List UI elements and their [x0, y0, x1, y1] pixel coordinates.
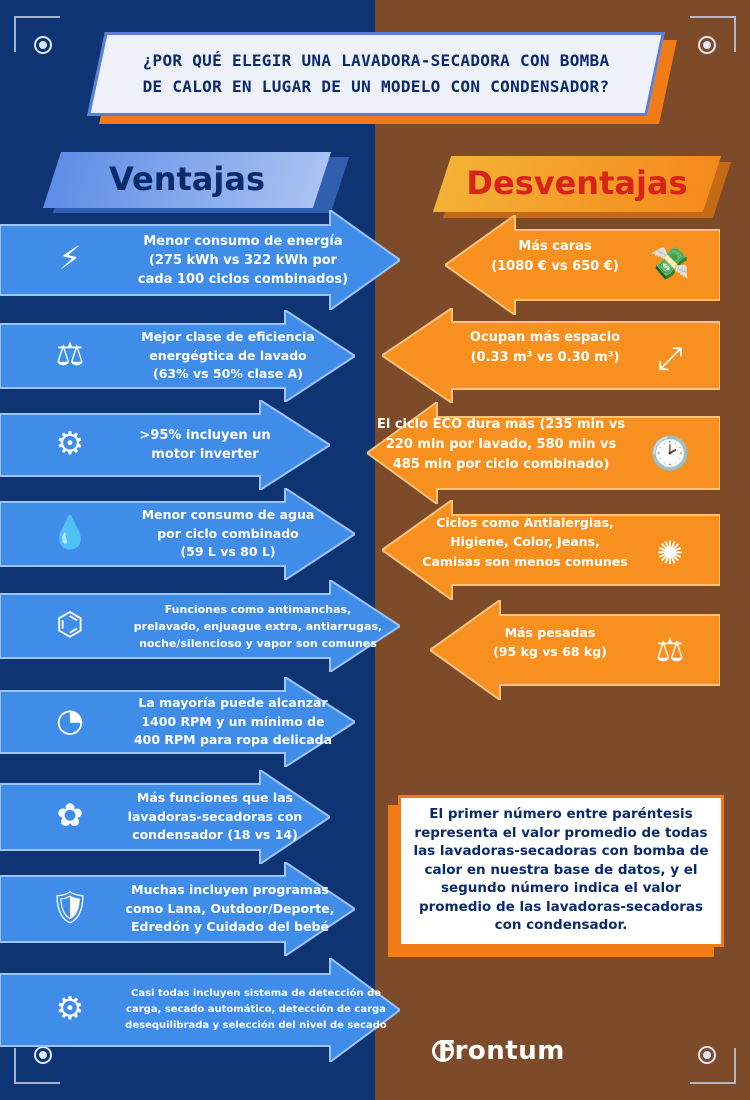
- weight-icon: ⚖: [655, 631, 685, 669]
- con-line: Ciclos como Antialergias,: [436, 514, 614, 530]
- water-drops-icon: 💧: [50, 513, 90, 551]
- pro-text: Menor consumo de agua por ciclo combinado…: [128, 506, 328, 562]
- pro-text: Mejor clase de eficiencia energégtica de …: [128, 328, 328, 384]
- cons-header-label: Desventajas: [466, 164, 688, 202]
- pro-line: Casi todas incluyen sistema de detección…: [130, 988, 382, 999]
- pro-line: noche/silencioso y vapor son comunes: [139, 636, 377, 650]
- pro-line: Mejor clase de eficiencia: [141, 329, 315, 345]
- title-line: DE CALOR EN LUGAR DE UN MODELO CON CONDE…: [142, 77, 610, 96]
- motor-icon: ⚙: [55, 424, 85, 462]
- pro-arrow: [0, 488, 355, 580]
- pro-text: Funciones como antimanchas, prelavado, en…: [128, 601, 388, 652]
- pro-line: prelavado, enjuague extra, antiarrugas,: [133, 619, 383, 633]
- corner-frame: [14, 16, 60, 52]
- money-hand-icon: 💸: [650, 244, 690, 282]
- pro-text: Casi todas incluyen sistema de detección…: [122, 986, 390, 1034]
- pro-arrow: [0, 770, 330, 864]
- pro-text: La mayoría puede alcanzar 1400 RPM y un m…: [128, 694, 338, 750]
- lightning-down-icon: ⚡: [58, 239, 82, 277]
- clock-icon: 🕑: [650, 434, 690, 472]
- con-arrow: [382, 308, 720, 403]
- pro-line: La mayoría puede alcanzar: [138, 695, 328, 711]
- footnote-text: El primer número entre paréntesis repres…: [413, 806, 709, 933]
- efficiency-class-icon: ⚖: [55, 335, 85, 373]
- con-line: (0.33 m³ vs 0.30 m³): [470, 349, 620, 365]
- pro-arrow: [0, 677, 355, 767]
- pro-line: >95% incluyen un: [139, 428, 271, 443]
- pro-line: (63% vs 50% clase A): [153, 366, 303, 382]
- pro-line: 400 RPM para ropa delicada: [133, 732, 333, 748]
- logo-text: Frontum: [438, 1036, 565, 1066]
- pro-arrow: [0, 958, 400, 1062]
- con-line: Ocupan más espacio: [469, 329, 621, 345]
- pro-line: Menor consumo de agua: [141, 507, 315, 523]
- pro-line: cada 100 ciclos combinados): [137, 271, 349, 287]
- pro-line: Menor consumo de energía: [143, 233, 343, 249]
- pro-line: Más funciones que las: [136, 790, 294, 806]
- speedometer-icon: ◔: [56, 701, 84, 739]
- pro-line: por ciclo combinado: [157, 525, 299, 541]
- pro-line: como Lana, Outdoor/Deporte,: [125, 900, 335, 916]
- con-text: Más caras (1080 € vs 650 €): [455, 237, 655, 277]
- pro-arrow: [0, 310, 355, 402]
- logo-mark-icon: [432, 1040, 454, 1062]
- pro-arrow: [0, 862, 355, 956]
- corner-frame: [690, 16, 736, 52]
- expand-icon: ⤢: [657, 339, 683, 377]
- shield-check-icon: 🛡: [49, 888, 91, 926]
- pro-text: >95% incluyen un motor inverter: [120, 426, 290, 464]
- pro-arrow: [0, 580, 400, 672]
- corner-ring-icon: [698, 1046, 716, 1064]
- pros-header-label: Ventajas: [109, 160, 265, 198]
- con-arrow: [445, 215, 720, 315]
- con-line: El ciclo ECO dura más (235 min vs: [376, 417, 626, 432]
- con-line: Camisas son menos comunes: [422, 553, 628, 569]
- pro-line: (275 kWh vs 322 kWh por: [148, 252, 338, 268]
- pro-line: (59 L vs 80 L): [180, 544, 276, 560]
- network-icon: ✺: [656, 534, 684, 572]
- con-line: 220 min por lavado, 580 min vs: [385, 437, 617, 452]
- footnote-box: [398, 795, 724, 947]
- con-line: Higiene, Color, Jeans,: [450, 534, 600, 550]
- pro-line: energégtica de lavado: [149, 347, 307, 363]
- con-arrow: [430, 600, 720, 700]
- con-line: (1080 € vs 650 €): [491, 259, 619, 274]
- con-arrow: [382, 500, 720, 600]
- con-arrow: [367, 402, 720, 504]
- pro-text: Menor consumo de energía (275 kWh vs 322 …: [128, 232, 358, 289]
- con-text: Ciclos como Antialergias, Higiene, Color,…: [410, 513, 640, 572]
- corner-ring-icon: [698, 36, 716, 54]
- pro-line: Funciones como antimanchas,: [164, 602, 352, 616]
- pro-line: Edredón y Cuidado del bebé: [131, 919, 329, 935]
- pro-arrow: [0, 210, 400, 310]
- pro-line: carga, secado automático, detección de c…: [126, 1004, 386, 1015]
- pro-arrow: [0, 400, 330, 490]
- corner-ring-icon: [34, 36, 52, 54]
- pro-text: Más funciones que las lavadoras-secadoras…: [120, 789, 310, 845]
- pro-line: Muchas incluyen programas: [131, 882, 329, 898]
- pro-line: 1400 RPM y un mínimo de: [141, 713, 325, 729]
- con-line: 485 min por ciclo combinado): [392, 457, 610, 472]
- pro-line: condensador (18 vs 14): [132, 827, 298, 843]
- pro-line: lavadoras-secadoras con: [127, 808, 303, 824]
- corner-frame: [690, 1048, 736, 1084]
- con-text: Ocupan más espacio (0.33 m³ vs 0.30 m³): [440, 328, 650, 368]
- con-line: (95 kg vs 68 kg): [493, 644, 607, 659]
- con-line: Más pesadas: [504, 624, 596, 640]
- functions-icon: ⌬: [56, 605, 84, 643]
- title-line: ¿POR QUÉ ELEGIR UNA LAVADORA-SECADORA CO…: [142, 51, 610, 70]
- hand-gears-icon: ✿: [56, 796, 84, 834]
- gears-icon: ⚙: [55, 989, 85, 1027]
- con-text: Más pesadas (95 kg vs 68 kg): [460, 623, 640, 662]
- pro-line: motor inverter: [151, 447, 259, 462]
- corner-frame: [14, 1048, 60, 1084]
- con-text: El ciclo ECO dura más (235 min vs 220 min…: [370, 415, 632, 475]
- pro-text: Muchas incluyen programas como Lana, Outd…: [120, 881, 340, 937]
- page-title: ¿POR QUÉ ELEGIR UNA LAVADORA-SECADORA CO…: [110, 48, 642, 100]
- brand-logo: Frontum: [432, 1036, 565, 1066]
- pro-line: desequilibrada y selección del nivel de …: [125, 1020, 387, 1031]
- con-line: Más caras: [518, 239, 592, 254]
